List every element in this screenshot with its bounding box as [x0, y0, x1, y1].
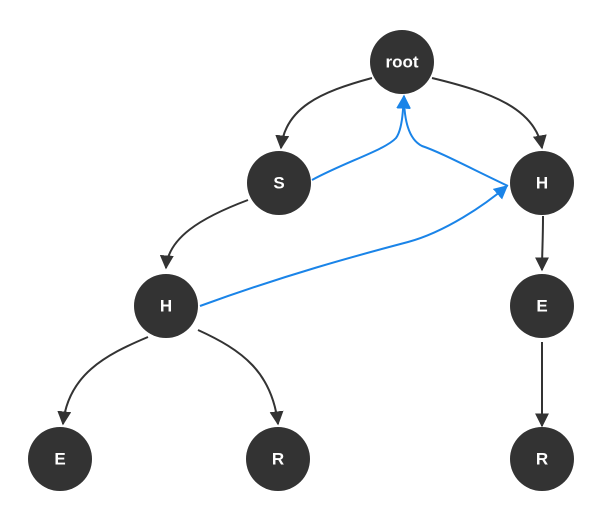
node-e-right: E: [510, 274, 574, 338]
node-h-left: H: [134, 274, 198, 338]
node-r-right-label: R: [536, 450, 548, 469]
link-edges: [199, 94, 509, 307]
node-root: root: [370, 30, 434, 94]
node-s: S: [247, 151, 311, 215]
node-e-left-label: E: [54, 450, 65, 469]
node-r-left: R: [246, 427, 310, 491]
node-s-label: S: [273, 174, 284, 193]
node-r-left-label: R: [272, 450, 284, 469]
node-h-right: H: [510, 151, 574, 215]
link-s-to-root: [311, 94, 411, 181]
node-e-right-label: E: [536, 297, 547, 316]
node-r-right: R: [510, 427, 574, 491]
edge-h-left-to-e-left: [57, 336, 149, 426]
node-h-left-label: H: [160, 297, 172, 316]
link-h-left-to-h-right: [199, 185, 509, 307]
node-e-left: E: [28, 427, 92, 491]
edge-root-to-h-right: [431, 77, 547, 150]
link-h-right-to-root: [397, 94, 509, 187]
node-root-label: root: [385, 53, 418, 72]
tree-edges: [57, 77, 550, 428]
edge-h-right-to-e-right: [535, 215, 550, 272]
edge-s-to-h-left: [159, 199, 249, 270]
edge-h-left-to-r-left: [197, 329, 284, 426]
node-h-right-label: H: [536, 174, 548, 193]
edge-root-to-s: [275, 77, 373, 150]
